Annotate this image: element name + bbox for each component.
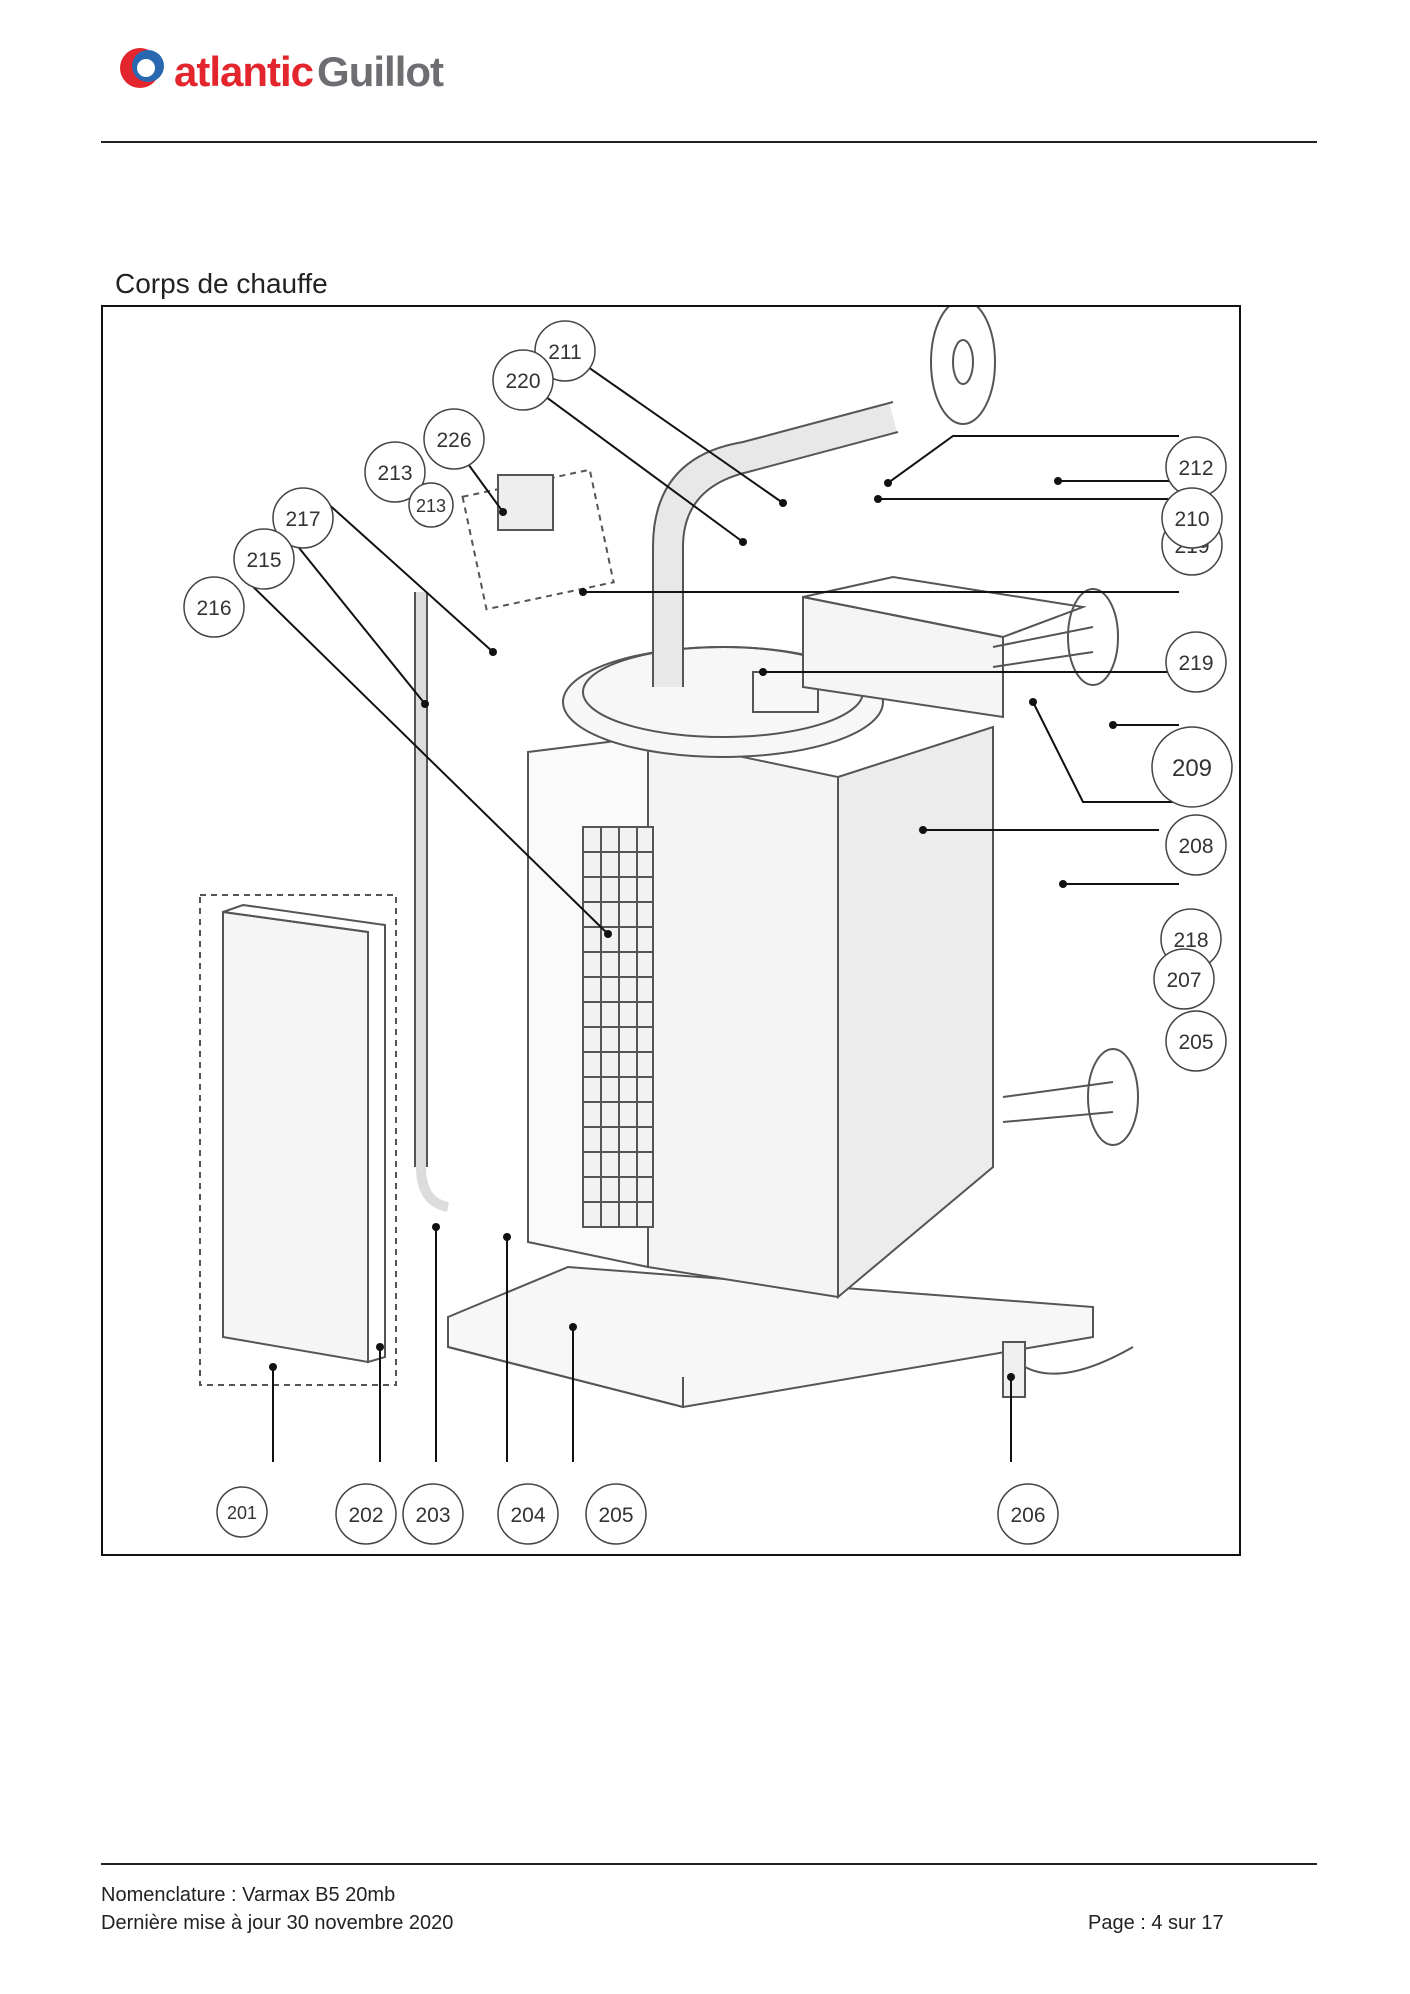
svg-text:205: 205	[1178, 1031, 1213, 1054]
callout-202: 202	[335, 1483, 397, 1545]
svg-text:206: 206	[1010, 1504, 1045, 1527]
exploded-diagram-frame: 211 220 226 213 213 217 215 216 212 219 …	[101, 305, 1241, 1556]
brand-name: atlanticGuillot	[174, 48, 444, 96]
callout-201: 201	[216, 1486, 268, 1538]
diagram-drawing	[199, 307, 1179, 1462]
svg-text:219: 219	[1178, 652, 1213, 675]
callout-219: 219	[1165, 631, 1227, 693]
brand-secondary: Guillot	[317, 48, 444, 95]
footer-nomenclature: Nomenclature : Varmax B5 20mb	[101, 1884, 396, 1906]
callout-220: 220	[492, 349, 554, 411]
svg-text:215: 215	[246, 549, 281, 572]
callout-213: 213	[364, 441, 426, 503]
callout-209: 209	[1151, 726, 1233, 808]
svg-text:213: 213	[416, 496, 446, 516]
section-title: Corps de chauffe	[115, 268, 328, 299]
footer-updated: Dernière mise à jour 30 novembre 2020	[101, 1912, 454, 1934]
svg-text:204: 204	[510, 1504, 545, 1527]
exploded-diagram: 211 220 226 213 213 217 215 216 212 219 …	[183, 307, 1233, 1545]
callout-206: 206	[997, 1483, 1059, 1545]
callout-208: 208	[1165, 814, 1227, 876]
svg-text:218: 218	[1173, 929, 1208, 952]
callout-205-bottom: 205	[585, 1483, 647, 1545]
brand-logo: atlanticGuillot	[118, 42, 498, 96]
footer-divider	[101, 1863, 1317, 1865]
svg-text:212: 212	[1178, 457, 1213, 480]
svg-text:209: 209	[1172, 755, 1212, 782]
footer-page-number: Page : 4 sur 17	[1088, 1912, 1224, 1934]
callout-217: 217	[272, 487, 334, 549]
callout-215: 215	[233, 528, 295, 590]
svg-text:201: 201	[227, 1503, 257, 1523]
callout-213-small: 213	[408, 482, 454, 528]
svg-text:203: 203	[415, 1504, 450, 1527]
callout-212: 212	[1165, 436, 1227, 498]
callout-216: 216	[183, 576, 245, 638]
svg-text:211: 211	[548, 341, 581, 364]
svg-text:202: 202	[348, 1504, 383, 1527]
callout-203: 203	[402, 1483, 464, 1545]
callout-205-right: 205	[1165, 1010, 1227, 1072]
svg-text:217: 217	[285, 508, 320, 531]
svg-text:226: 226	[436, 429, 471, 452]
svg-text:216: 216	[196, 597, 231, 620]
svg-text:208: 208	[1178, 835, 1213, 858]
svg-text:207: 207	[1166, 969, 1201, 992]
header-divider	[101, 141, 1317, 143]
svg-text:205: 205	[598, 1504, 633, 1527]
svg-text:210: 210	[1174, 508, 1209, 531]
callout-204: 204	[497, 1483, 559, 1545]
callout-210: 210	[1161, 487, 1223, 549]
logo-mark-icon	[120, 48, 164, 88]
callout-207: 207	[1153, 948, 1215, 1010]
brand-primary: atlantic	[174, 48, 314, 95]
svg-text:220: 220	[505, 370, 540, 393]
callout-226: 226	[423, 408, 485, 470]
svg-text:213: 213	[377, 462, 412, 485]
